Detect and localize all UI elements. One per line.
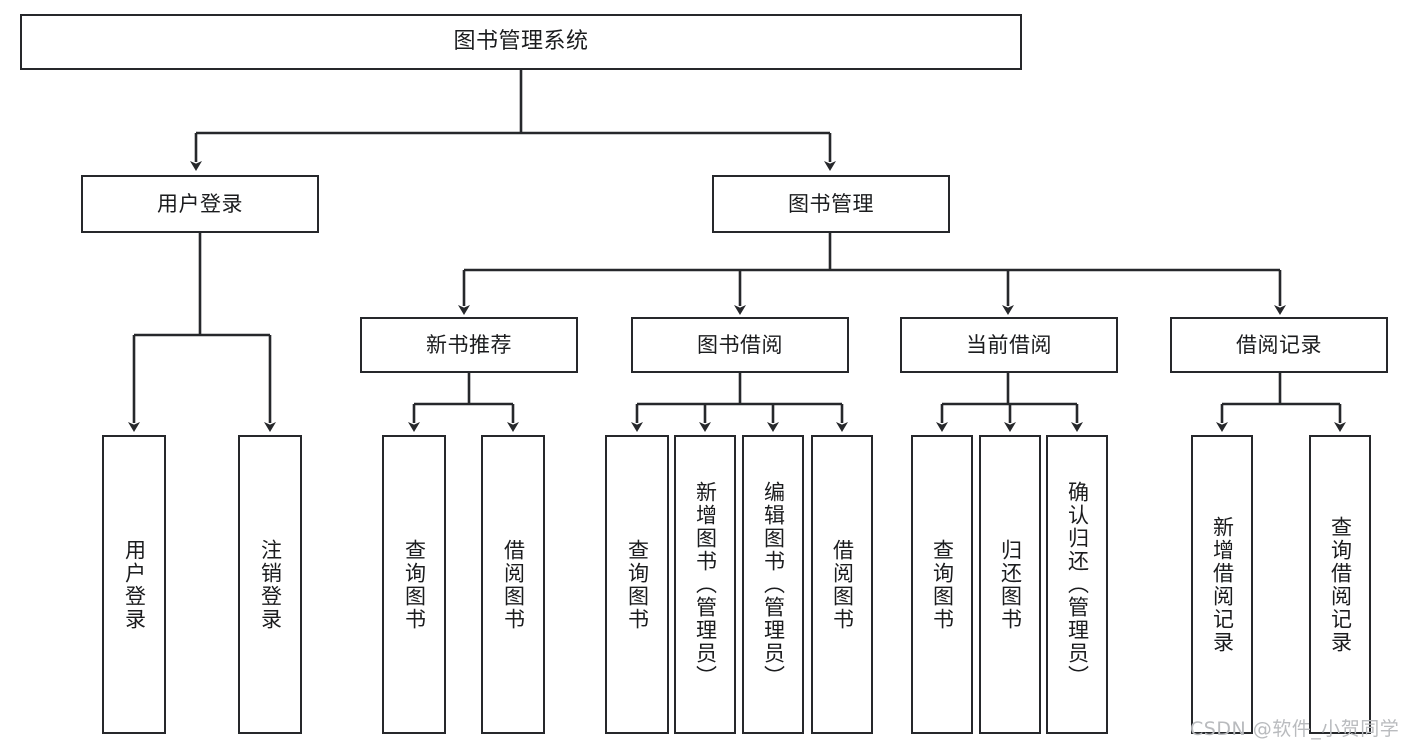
node-leaf-query-record-label: 查询借阅记录 <box>1328 515 1353 654</box>
node-root[interactable]: 图书管理系统 <box>20 14 1022 70</box>
node-leaf-query-book-2[interactable]: 查询图书 <box>605 435 669 734</box>
node-leaf-query-book-2-label: 查询图书 <box>625 538 650 631</box>
node-leaf-query-book-3[interactable]: 查询图书 <box>911 435 973 734</box>
node-leaf-add-record[interactable]: 新增借阅记录 <box>1191 435 1253 734</box>
node-borrow-record[interactable]: 借阅记录 <box>1170 317 1388 373</box>
node-leaf-query-book-3-label: 查询图书 <box>930 538 955 631</box>
node-leaf-borrow-book-2[interactable]: 借阅图书 <box>811 435 873 734</box>
node-book-borrow-label: 图书借阅 <box>697 332 783 357</box>
node-book-borrow[interactable]: 图书借阅 <box>631 317 849 373</box>
node-root-label: 图书管理系统 <box>453 29 589 55</box>
node-leaf-edit-book-label: 编辑图书（管理员） <box>761 481 786 688</box>
node-user-login-label: 用户登录 <box>157 191 243 216</box>
node-book-management-label: 图书管理 <box>788 191 874 216</box>
node-leaf-query-record[interactable]: 查询借阅记录 <box>1309 435 1371 734</box>
node-leaf-return-book-label: 归还图书 <box>998 538 1023 631</box>
node-leaf-user-login-label: 用户登录 <box>122 538 147 631</box>
node-user-login[interactable]: 用户登录 <box>81 175 319 233</box>
node-new-book-recommend-label: 新书推荐 <box>426 332 512 357</box>
node-leaf-edit-book[interactable]: 编辑图书（管理员） <box>742 435 804 734</box>
node-leaf-borrow-book-2-label: 借阅图书 <box>830 538 855 631</box>
node-leaf-confirm-return-label: 确认归还（管理员） <box>1065 481 1090 688</box>
node-book-management[interactable]: 图书管理 <box>712 175 950 233</box>
node-leaf-user-logout-label: 注销登录 <box>258 538 283 631</box>
node-leaf-add-record-label: 新增借阅记录 <box>1210 515 1235 654</box>
node-leaf-add-book[interactable]: 新增图书（管理员） <box>674 435 736 734</box>
node-current-borrow[interactable]: 当前借阅 <box>900 317 1118 373</box>
node-leaf-query-book-1-label: 查询图书 <box>402 538 427 631</box>
node-leaf-user-login[interactable]: 用户登录 <box>102 435 166 734</box>
node-leaf-borrow-book-1-label: 借阅图书 <box>501 538 526 631</box>
node-new-book-recommend[interactable]: 新书推荐 <box>360 317 578 373</box>
node-leaf-confirm-return[interactable]: 确认归还（管理员） <box>1046 435 1108 734</box>
node-leaf-add-book-label: 新增图书（管理员） <box>693 481 718 688</box>
node-current-borrow-label: 当前借阅 <box>966 332 1052 357</box>
node-leaf-return-book[interactable]: 归还图书 <box>979 435 1041 734</box>
node-leaf-borrow-book-1[interactable]: 借阅图书 <box>481 435 545 734</box>
node-leaf-user-logout[interactable]: 注销登录 <box>238 435 302 734</box>
node-borrow-record-label: 借阅记录 <box>1236 332 1322 357</box>
node-leaf-query-book-1[interactable]: 查询图书 <box>382 435 446 734</box>
